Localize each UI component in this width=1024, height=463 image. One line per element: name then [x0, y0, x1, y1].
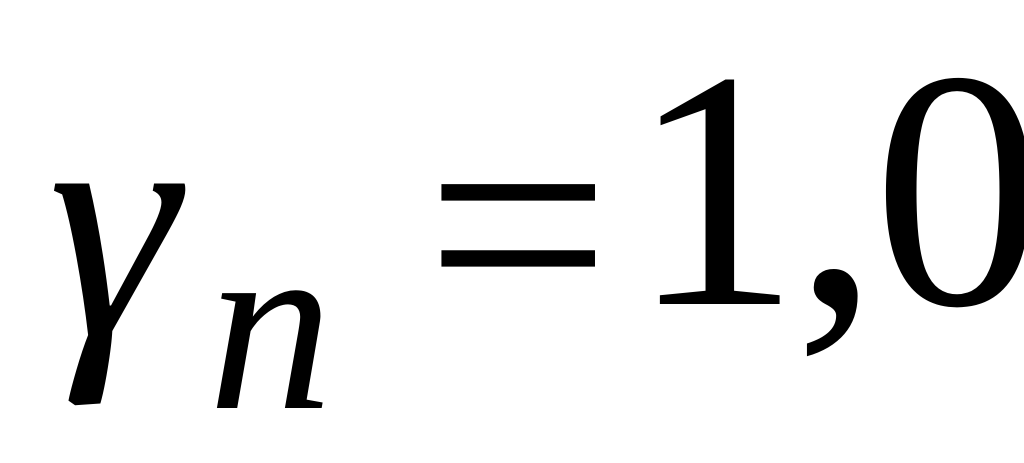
- formula-value: 1,0: [630, 1, 1024, 378]
- subscript-n: n: [208, 186, 333, 463]
- equals-sign: =: [425, 42, 612, 407]
- gamma-symbol: γ: [48, 42, 179, 407]
